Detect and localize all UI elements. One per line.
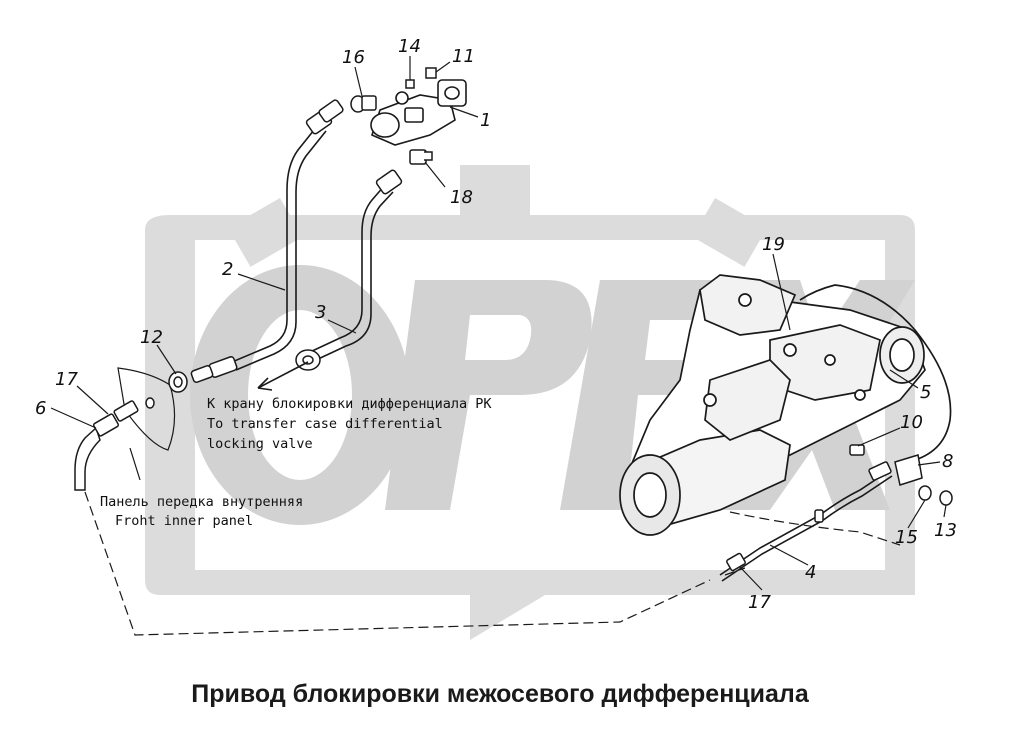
transfer-case <box>619 274 952 536</box>
leader-lines <box>50 56 947 591</box>
tube-3 <box>309 184 394 361</box>
panel-parts <box>74 367 188 491</box>
callout-labels: 16 14 11 1 18 2 3 12 17 6 19 5 10 8 13 1… <box>35 36 957 613</box>
valve-1 <box>370 79 467 146</box>
callout-16: 16 <box>342 47 365 68</box>
bracket-8 <box>726 444 953 572</box>
callout-14: 14 <box>398 36 421 57</box>
callout-4: 4 <box>805 562 816 583</box>
callout-13: 13 <box>934 520 957 541</box>
callout-10: 10 <box>900 412 923 433</box>
callout-2: 2 <box>222 259 233 280</box>
diagram-caption: Привод блокировки межосевого дифференциа… <box>191 680 809 708</box>
cable-route-dashed-2 <box>729 511 901 546</box>
note-panel-ru: Панель передка внутренняя <box>100 494 303 510</box>
note-valve-en-1: To transfer case differential <box>207 416 443 432</box>
callout-17-bottom: 17 <box>748 592 771 613</box>
note-panel-en: Froht inner panel <box>115 513 253 529</box>
callout-12: 12 <box>140 327 163 348</box>
tube-fittings <box>190 99 403 383</box>
notes: К крану блокировки дифференциала РК To t… <box>100 396 492 529</box>
note-valve-ru: К крану блокировки дифференциала РК <box>207 396 492 412</box>
callout-3: 3 <box>315 302 326 323</box>
callout-18: 18 <box>450 187 473 208</box>
note-valve-en-2: locking valve <box>207 436 313 452</box>
valve-direction-arrow <box>257 361 309 389</box>
callout-1: 1 <box>480 110 491 131</box>
callout-11: 11 <box>452 46 475 67</box>
callout-19: 19 <box>762 234 785 255</box>
small-fittings <box>350 67 437 165</box>
tube-2 <box>231 124 327 371</box>
callout-15: 15 <box>895 527 918 548</box>
callout-8: 8 <box>942 451 953 472</box>
callout-6: 6 <box>35 398 46 419</box>
callout-17-left: 17 <box>55 369 78 390</box>
callout-5: 5 <box>920 382 931 403</box>
